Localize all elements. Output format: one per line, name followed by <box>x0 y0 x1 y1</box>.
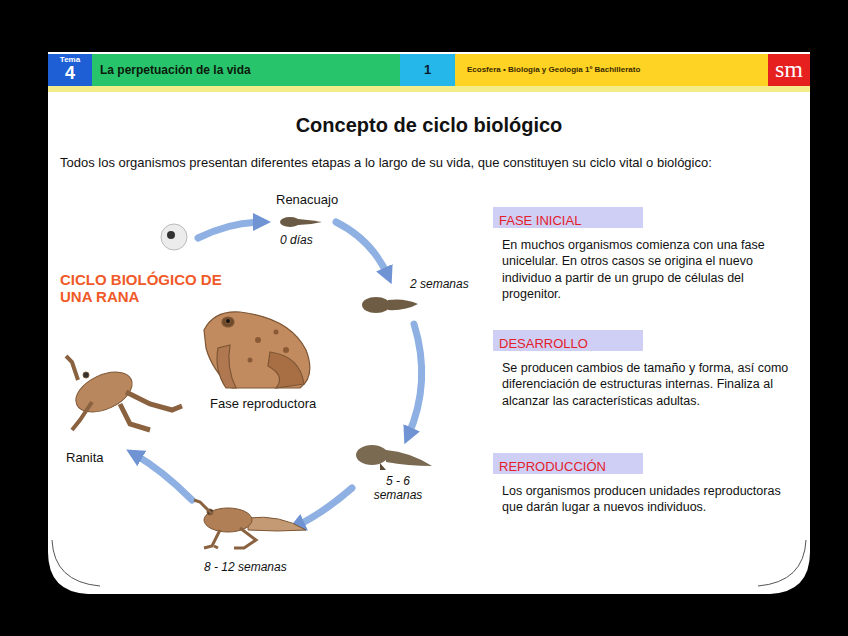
stage-label: Ranita <box>66 450 104 467</box>
cycle-arrows <box>134 222 422 526</box>
illustration-part <box>268 352 304 388</box>
tadpole-0 <box>280 217 322 227</box>
illustration-part <box>120 404 150 430</box>
illustration-part <box>126 392 182 410</box>
box-text: La perpetuación de la vida <box>100 54 400 76</box>
header-underline <box>48 86 810 92</box>
illustration-part <box>161 224 187 250</box>
illustration-part <box>255 337 261 343</box>
intro-text: Todos los organismos presentan diferente… <box>60 155 812 172</box>
illustration-part <box>296 488 352 526</box>
box-text: sm <box>768 54 810 81</box>
illustration-part <box>362 297 390 313</box>
illustration-part <box>66 356 78 380</box>
illustration-part <box>298 219 322 225</box>
time-label: 0 días <box>280 233 313 249</box>
section-body: En muchos organismos comienza con una fa… <box>502 237 792 302</box>
adult-frog <box>204 312 310 388</box>
illustration-part <box>194 500 212 514</box>
slide-ground <box>48 52 810 594</box>
illustration-part <box>204 530 220 548</box>
book-title-bar: Ecosfera • Biología y Geología 1º Bachil… <box>455 54 768 86</box>
box-text: Tema <box>48 54 92 64</box>
illustration-part <box>356 445 388 465</box>
stage-label: Renacuajo <box>276 192 338 209</box>
illustration-part <box>386 450 432 466</box>
diagram-heading: CICLO BIOLÓGICO DE UNA RANA <box>60 271 235 306</box>
box-text: 1 <box>400 54 455 76</box>
section-header: REPRODUCCIÓN <box>493 453 643 474</box>
illustration-part <box>134 454 192 500</box>
page-number-box: 1 <box>400 54 455 86</box>
illustration-part <box>388 300 418 311</box>
illustration-part <box>408 324 422 436</box>
tadpole-5-6 <box>356 445 432 470</box>
illustration-part <box>83 372 89 378</box>
section-header: FASE INICIAL <box>493 207 643 228</box>
illustration-part <box>167 231 175 239</box>
illustration-part <box>380 463 386 470</box>
egg <box>161 224 187 250</box>
illustration-part <box>204 312 310 388</box>
illustration-part <box>72 402 92 430</box>
young-frog <box>66 356 182 430</box>
illustration-part <box>217 345 236 388</box>
unit-title-bar: La perpetuación de la vida <box>92 54 400 86</box>
illustration-part <box>226 319 231 324</box>
illustration-part <box>274 330 279 335</box>
froglet-8-12 <box>194 500 306 548</box>
corner-curve <box>52 540 100 586</box>
corner-curve <box>758 540 806 586</box>
stage-label: Fase reproductora <box>210 396 316 413</box>
illustration-part <box>222 317 234 327</box>
illustration-part <box>248 358 253 363</box>
illustration-part <box>248 517 306 531</box>
time-label: 8 - 12 semanas <box>204 560 287 576</box>
slide-title: Concepto de ciclo biológico <box>48 112 810 138</box>
illustration-part <box>336 222 388 276</box>
time-label: 5 - 6 semanas <box>362 475 434 503</box>
tadpole-2 <box>362 297 418 313</box>
section-header: DESARROLLO <box>493 330 643 351</box>
illustration-part <box>198 222 262 238</box>
box-text: DESARROLLO <box>499 337 588 350</box>
illustration-part <box>280 217 300 227</box>
box-text: REPRODUCCIÓN <box>499 460 606 473</box>
box-number: 4 <box>48 64 92 82</box>
publisher-logo: sm <box>768 54 810 86</box>
section-body: Los organismos producen unidades reprodu… <box>502 483 792 516</box>
box-text: FASE INICIAL <box>499 214 581 227</box>
section-body: Se producen cambios de tamaño y forma, a… <box>502 360 792 409</box>
illustration-part <box>234 528 256 548</box>
time-label: 2 semanas <box>410 277 469 293</box>
box-text: Ecosfera • Biología y Geología 1º Bachil… <box>467 54 768 74</box>
topic-badge: Tema4 <box>48 54 92 86</box>
illustration-part <box>283 347 289 353</box>
